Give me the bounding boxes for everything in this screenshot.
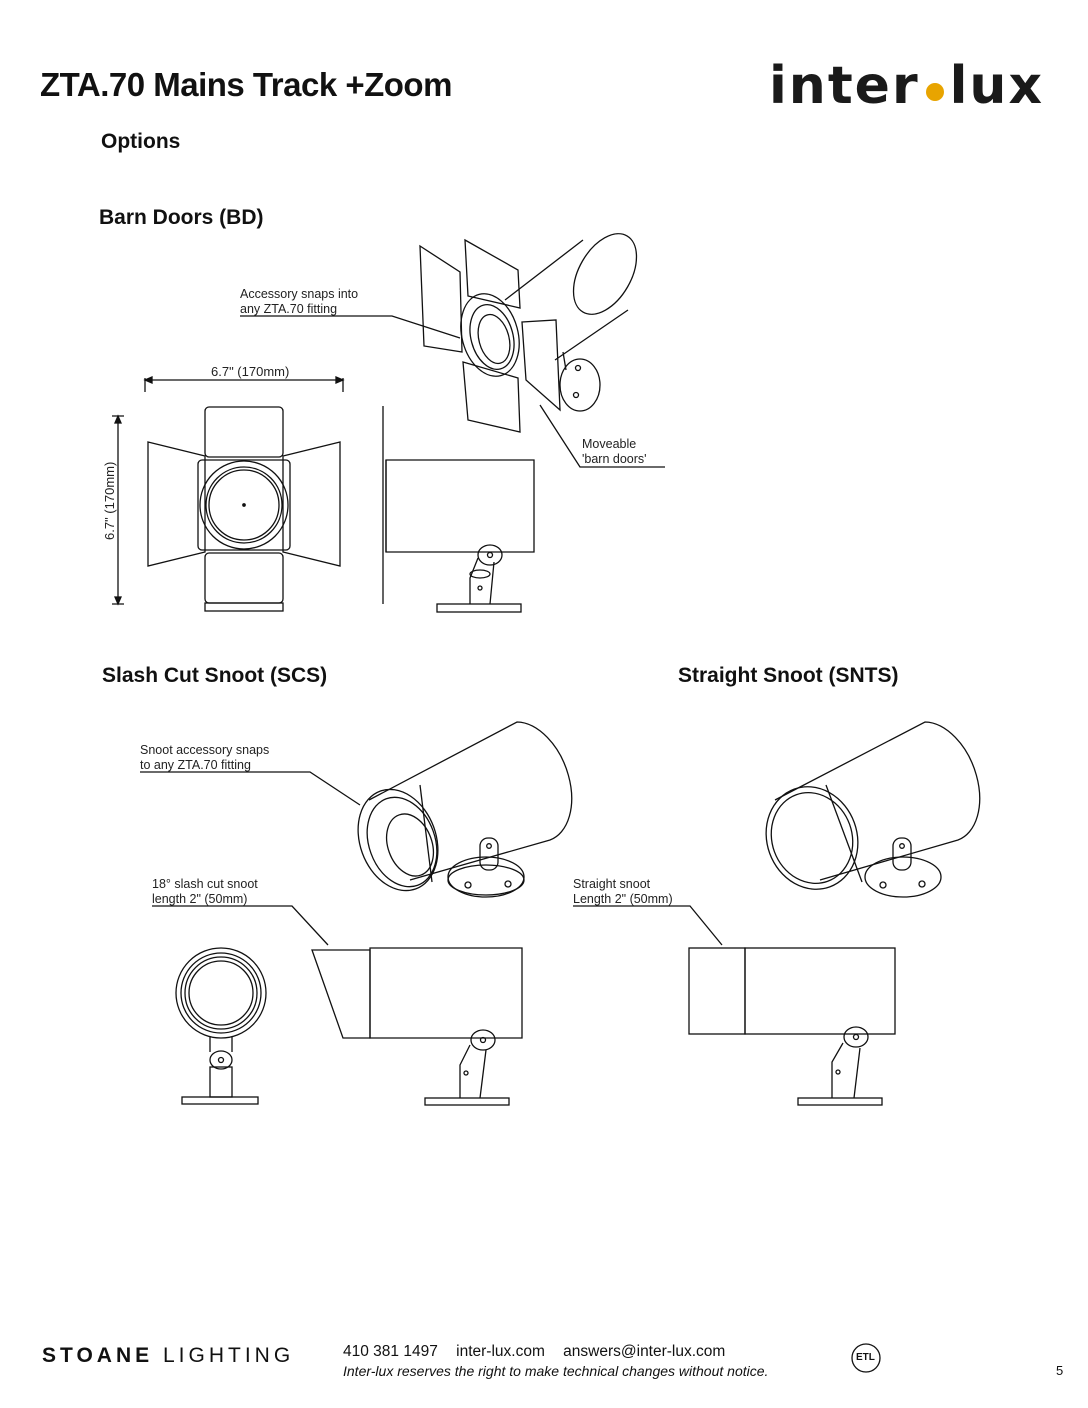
logo-text-left: inter — [768, 56, 920, 116]
footer-phone: 410 381 1497 — [343, 1343, 438, 1360]
barn-doors-moveable-callout: Moveable 'barn doors' — [582, 437, 647, 466]
straight-snoot-side-drawing — [688, 947, 896, 1106]
interlux-logo: inter lux — [769, 56, 1044, 116]
footer-email[interactable]: answers@inter-lux.com — [563, 1343, 726, 1360]
page-number: 5 — [1056, 1363, 1064, 1378]
page-title: ZTA.70 Mains Track +Zoom — [40, 66, 452, 103]
slash-cut-snap-leader — [140, 771, 361, 806]
footer-contact-line: 410 381 1497 inter-lux.com answers@inter… — [343, 1343, 739, 1361]
logo-text-right: lux — [949, 56, 1044, 116]
footer-disclaimer: Inter-lux reserves the right to make tec… — [343, 1363, 769, 1379]
options-heading: Options — [101, 130, 181, 153]
barn-doors-snap-leader — [240, 315, 461, 339]
straight-snoot-isometric-drawing — [765, 721, 981, 898]
barn-doors-snap-callout: Accessory snaps into any ZTA.70 fitting — [240, 287, 359, 316]
barn-doors-heading: Barn Doors (BD) — [99, 206, 264, 229]
barn-doors-moveable-leader — [539, 404, 665, 468]
straight-snoot-length-leader — [573, 905, 723, 946]
barn-doors-width-dimension: 6.7" (170mm) — [211, 364, 290, 379]
stoane-lighting-brand: STOANE LIGHTING — [42, 1344, 295, 1367]
slash-cut-snoot-heading: Slash Cut Snoot (SCS) — [102, 664, 328, 687]
straight-snoot-length-callout: Straight snoot Length 2" (50mm) — [573, 877, 673, 906]
slash-cut-side-drawing — [311, 947, 523, 1106]
slash-cut-front-drawing — [175, 947, 267, 1105]
etl-mark-label: ETL — [856, 1352, 875, 1363]
barn-doors-isometric-drawing — [419, 233, 638, 433]
slash-cut-length-leader — [152, 905, 329, 946]
slash-cut-snap-callout: Snoot accessory snaps to any ZTA.70 fitt… — [140, 743, 270, 772]
etl-certification-mark — [851, 1343, 881, 1373]
logo-dot — [925, 83, 944, 101]
barn-doors-side-drawing — [382, 406, 535, 613]
footer-website[interactable]: inter-lux.com — [456, 1343, 545, 1360]
slash-cut-isometric-drawing — [357, 721, 573, 898]
slash-cut-length-callout: 18° slash cut snoot length 2" (50mm) — [152, 877, 258, 906]
barn-doors-front-drawing — [112, 376, 345, 612]
straight-snoot-heading: Straight Snoot (SNTS) — [678, 664, 899, 687]
